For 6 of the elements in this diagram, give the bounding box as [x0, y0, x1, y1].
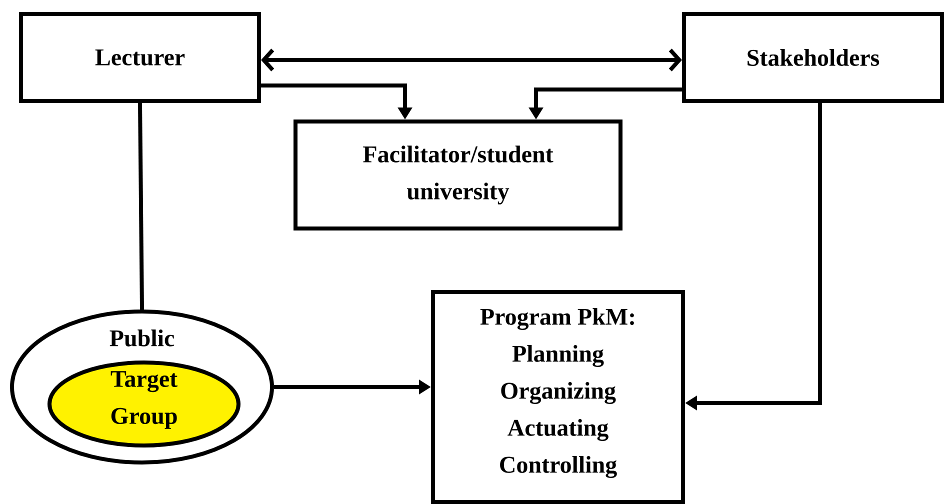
- process-box: Lecturer: [19, 12, 261, 103]
- ellipse-node: Target Group: [48, 360, 240, 448]
- process-box: Stakeholders: [682, 12, 944, 103]
- arrow: [261, 48, 682, 72]
- process-box: Program PkM: Planning Organizing Actuating Controlling: [431, 290, 685, 504]
- process-box: Facilitator/student university: [294, 120, 622, 230]
